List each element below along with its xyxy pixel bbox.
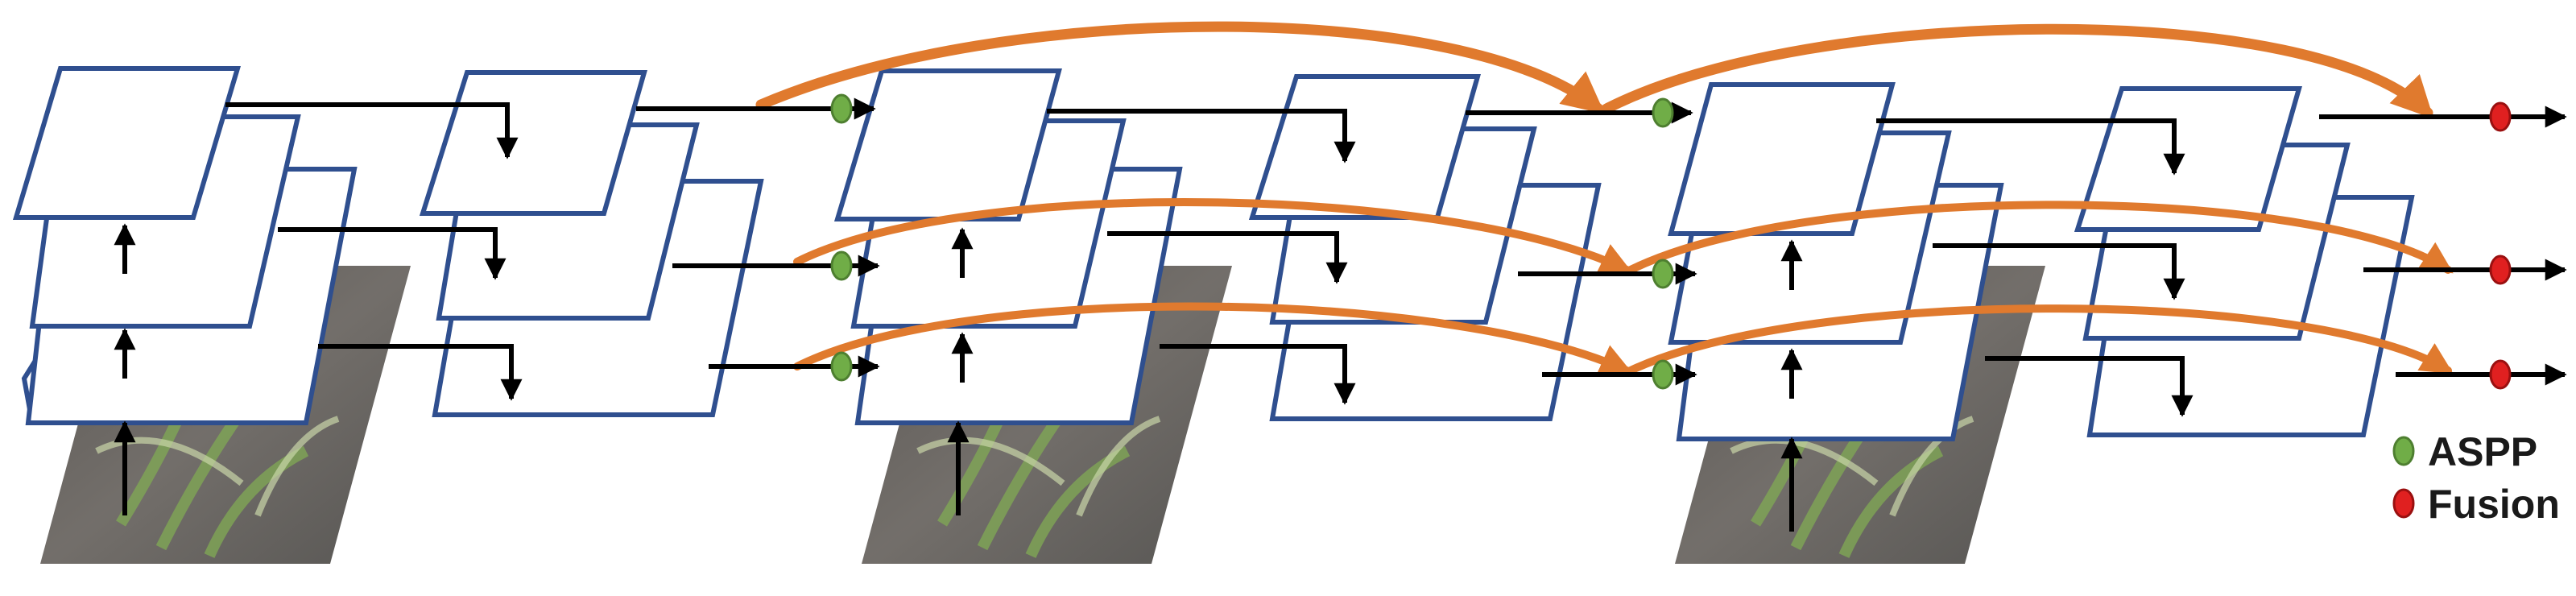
legend-fusion-label: Fusion bbox=[2428, 482, 2560, 527]
skip-arc-1-1 bbox=[755, 21, 1606, 114]
connector-s1-l2 bbox=[278, 227, 507, 280]
aspp-node-2-1 bbox=[1652, 97, 1674, 128]
skip-arc-2-3 bbox=[1627, 304, 2454, 375]
connector-s1-l1 bbox=[225, 102, 519, 159]
skip-arc-2-2 bbox=[1627, 201, 2454, 274]
stage3-encoder-frame-1 bbox=[1668, 82, 1896, 236]
connector-s3-l1 bbox=[1876, 118, 2185, 176]
fusion-node-1 bbox=[2489, 101, 2512, 132]
legend: ASPP Fusion bbox=[2392, 429, 2560, 527]
connector-s3-l3 bbox=[1985, 356, 2194, 417]
stage1-encoder-frame-1 bbox=[12, 66, 242, 220]
aspp-node-2-2 bbox=[1652, 259, 1674, 289]
aspp-node-1-2 bbox=[830, 250, 853, 281]
aspp-node-2-3 bbox=[1652, 359, 1674, 390]
aspp-node-1-3 bbox=[830, 351, 853, 382]
legend-fusion-marker bbox=[2392, 488, 2415, 519]
connector-s2-l1 bbox=[1047, 109, 1356, 163]
fusion-node-2 bbox=[2489, 255, 2512, 285]
connector-s2-l2 bbox=[1107, 231, 1348, 284]
skip-arc-1-2 bbox=[793, 198, 1633, 274]
connector-s2-l3 bbox=[1160, 344, 1356, 405]
stage3-decoder-frame-1 bbox=[2074, 86, 2302, 232]
skip-arc-2-1 bbox=[1601, 23, 2434, 119]
fusion-node-3 bbox=[2489, 359, 2512, 390]
legend-aspp-label: ASPP bbox=[2428, 429, 2537, 474]
stage2-decoder-frame-1 bbox=[1248, 74, 1481, 220]
connector-s1-l3 bbox=[318, 344, 523, 401]
skip-arc-1-3 bbox=[793, 302, 1633, 375]
stage2-encoder-frame-1 bbox=[833, 68, 1062, 221]
legend-aspp-marker bbox=[2392, 436, 2415, 466]
stage1-decoder-frame-1 bbox=[419, 70, 647, 216]
connector-s3-l2 bbox=[1933, 243, 2185, 300]
aspp-node-1-1 bbox=[830, 93, 853, 124]
